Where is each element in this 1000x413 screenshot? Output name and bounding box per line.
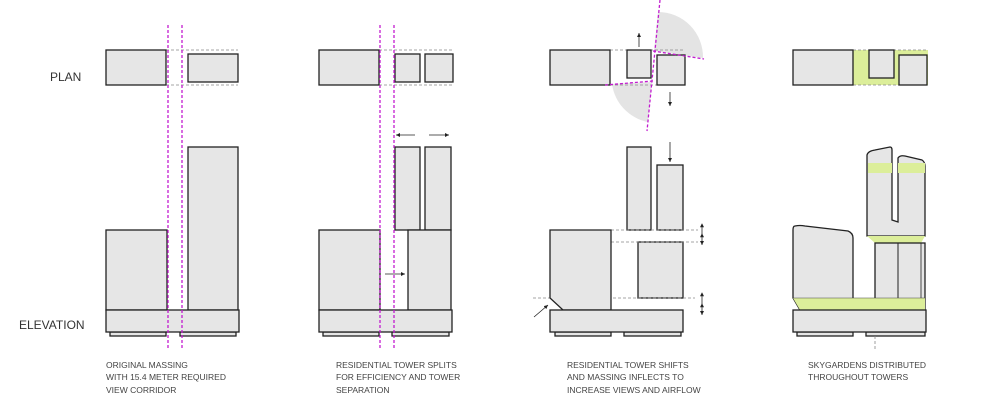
- elevation-low-block: [105, 229, 168, 311]
- row-label-plan: PLAN: [50, 70, 82, 84]
- plan-tower-block: [187, 53, 239, 83]
- caption-line: INCREASE VIEWS AND AIRFLOW: [567, 384, 701, 395]
- caption-line: THROUGHOUT TOWERS: [808, 372, 909, 383]
- skygarden-band: [867, 236, 925, 243]
- caption-panel-1: ORIGINAL MASSING WITH 15.4 METER REQUIRE…: [106, 359, 226, 396]
- plan-podium-block: [105, 49, 167, 86]
- caption-panel-3: RESIDENTIAL TOWER SHIFTS AND MASSING INF…: [567, 359, 701, 396]
- caption-line: WITH 15.4 METER REQUIRED: [106, 372, 226, 383]
- elevation-tower: [187, 146, 239, 311]
- caption-line: FOR EFFICIENCY AND TOWER: [336, 372, 461, 383]
- caption-line: ORIGINAL MASSING: [106, 360, 188, 370]
- panel-1-original-massing: [105, 25, 240, 350]
- panel-3-tower-shift: [533, 0, 705, 337]
- panel-2-tower-split: [318, 25, 454, 350]
- caption-panel-2: RESIDENTIAL TOWER SPLITS FOR EFFICIENCY …: [336, 359, 460, 396]
- panel-4-skygardens: [792, 49, 928, 350]
- caption-line: SEPARATION: [336, 384, 390, 395]
- caption-panel-4: SKYGARDENS DISTRIBUTED THROUGHOUT TOWERS: [808, 359, 926, 384]
- elevation-podium: [105, 309, 240, 333]
- skygarden-band: [800, 298, 925, 310]
- caption-line: RESIDENTIAL TOWER SHIFTS: [567, 360, 689, 370]
- caption-line: VIEW CORRIDOR: [106, 384, 177, 395]
- view-cone: [654, 11, 704, 58]
- arrow-icon: [533, 304, 549, 318]
- caption-line: AND MASSING INFLECTS TO: [567, 372, 684, 383]
- caption-line: RESIDENTIAL TOWER SPLITS: [336, 360, 457, 370]
- caption-line: SKYGARDENS DISTRIBUTED: [808, 360, 927, 370]
- view-cone: [612, 82, 652, 122]
- row-label-elevation: ELEVATION: [19, 318, 85, 332]
